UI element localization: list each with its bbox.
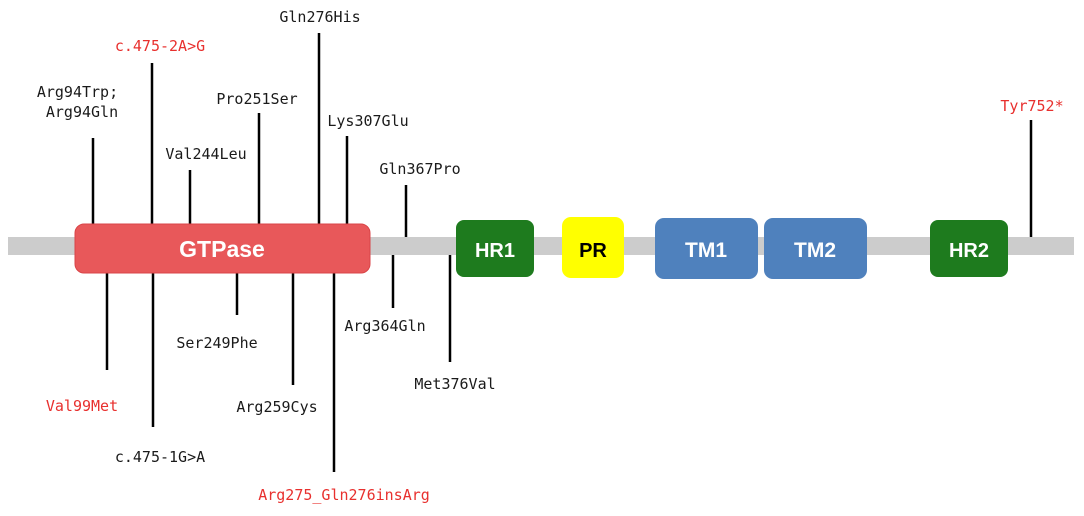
tm2-domain: TM2 [764,218,867,279]
tm1-domain: TM1 [655,218,758,279]
mutation-label-c475-1: c.475-1G>A [115,448,205,466]
hr2-domain: HR2 [930,220,1008,277]
mutation-label-lys307: Lys307Glu [327,112,408,130]
mutation-label-met376: Met376Val [414,375,495,393]
mutation-label-arg94: Arg94Trp; Arg94Gln [37,83,127,121]
mutation-label-val244: Val244Leu [165,145,246,163]
tm2-label: TM2 [794,239,836,262]
pr-label: PR [579,240,607,262]
mutation-label-pro251: Pro251Ser [216,90,297,108]
gtpase-label: GTPase [179,236,265,262]
mutation-label-val99: Val99Met [46,397,118,415]
mutation-labels: Arg94Trp; Arg94Gln c.475-2A>G Val244Leu … [37,8,1064,504]
mutation-label-arg259: Arg259Cys [236,398,317,416]
hr1-label: HR1 [475,240,515,262]
hr2-label: HR2 [949,240,989,262]
pr-domain: PR [562,217,624,278]
mutation-label-ser249: Ser249Phe [176,334,257,352]
mutation-label-arg364: Arg364Gln [344,317,425,335]
hr1-domain: HR1 [456,220,534,277]
mutation-label-arg275ins: Arg275_Gln276insArg [258,486,430,504]
mutation-label-gln276: Gln276His [279,8,360,26]
mutation-label-gln367: Gln367Pro [379,160,460,178]
tm1-label: TM1 [685,239,727,262]
mutation-label-c475-2: c.475-2A>G [115,37,205,55]
mutation-stems [91,33,1033,472]
mutation-label-tyr752: Tyr752* [1000,97,1063,115]
gtpase-domain: GTPase [74,223,371,274]
